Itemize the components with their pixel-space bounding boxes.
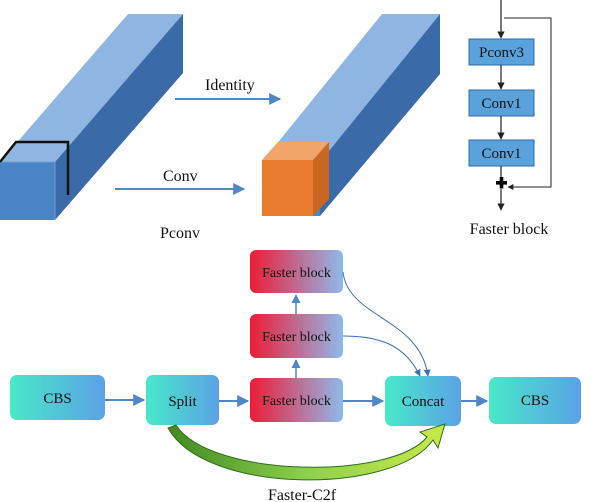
layer-box-pconv3 [468, 38, 535, 66]
faster-block-label: Faster block [262, 330, 331, 345]
faster-c2f-caption: Faster-C2f [268, 487, 337, 502]
faster-c2f-diagram: CBS Split Faster block Faster block Fast… [10, 250, 581, 502]
prism-top-face [0, 14, 183, 162]
add-icon [496, 177, 507, 189]
partial-channel-outline [0, 140, 70, 195]
cbs-output-node [489, 377, 581, 424]
split-node [146, 375, 219, 425]
concat-node [385, 376, 461, 426]
layer-box-conv1 [468, 89, 535, 117]
faster-block-diagram: Pconv3 Conv1 Conv1 Faster block [468, 0, 552, 238]
conv-label: Conv [163, 168, 198, 185]
cbs-output-label: CBS [521, 393, 549, 409]
prism-side-face [320, 14, 440, 216]
prism-front-face [0, 162, 55, 220]
cbs-input-label: CBS [43, 391, 71, 407]
layer-label: Pconv3 [479, 45, 524, 61]
prism-side-face [55, 14, 183, 220]
input-feature-prism [0, 14, 183, 220]
faster-block-caption: Faster block [470, 221, 549, 238]
faster-block-node-2 [250, 314, 343, 358]
prism-top-face [262, 14, 440, 162]
cbs-input-node [10, 375, 105, 420]
faster-block-label: Faster block [262, 394, 331, 409]
layer-label: Conv1 [481, 146, 521, 162]
faster-block-node-1 [250, 378, 343, 422]
faster-block-label: Faster block [262, 266, 331, 281]
pconv-caption: Pconv [160, 225, 200, 242]
edge-block2-to-concat [342, 335, 421, 377]
faster-block-node-3 [250, 250, 343, 293]
cube-side-face [313, 142, 329, 216]
split-label: Split [168, 394, 197, 410]
identity-label: Identity [205, 77, 255, 94]
prism-front-edge [0, 161, 56, 220]
layer-label: Conv1 [481, 96, 521, 112]
conv-output-cube [262, 142, 329, 216]
cube-front-face [262, 160, 313, 216]
edge-block3-to-concat [342, 271, 431, 377]
cube-top-face [262, 142, 329, 160]
residual-connection [504, 17, 552, 190]
concat-label: Concat [402, 394, 445, 410]
split-to-concat-skip-arrow [167, 423, 446, 481]
